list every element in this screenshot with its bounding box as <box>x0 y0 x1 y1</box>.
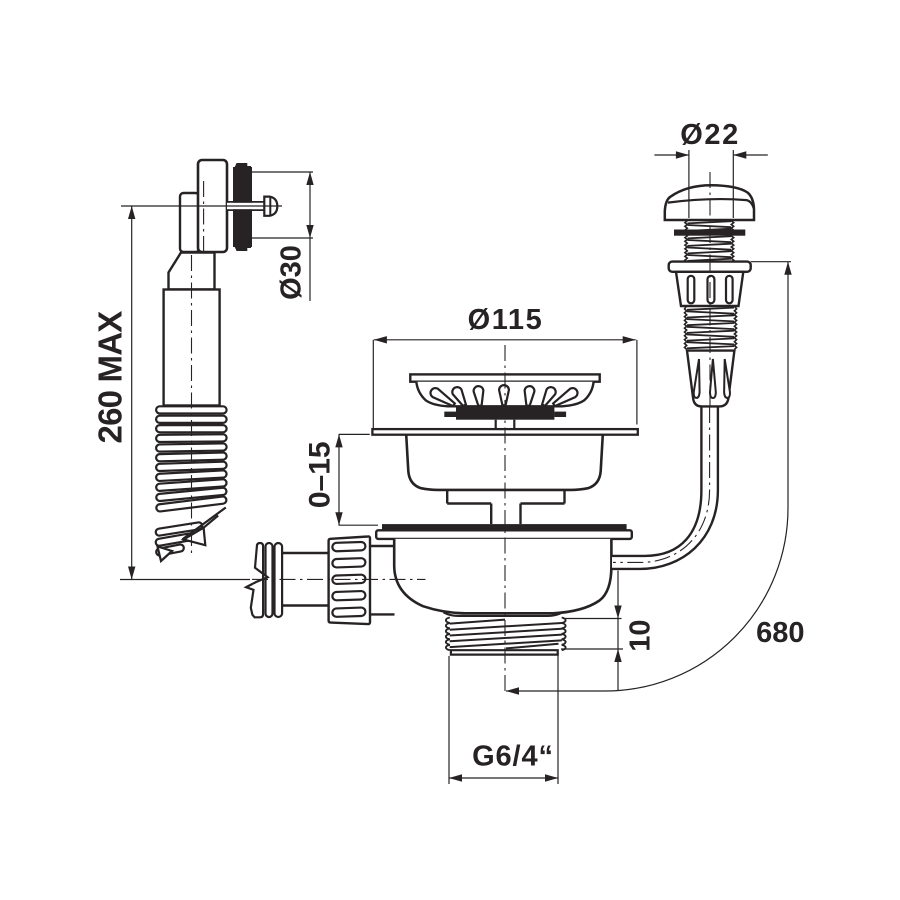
svg-text:Ø22: Ø22 <box>680 119 740 151</box>
svg-text:260 MAX: 260 MAX <box>92 311 129 444</box>
svg-text:680: 680 <box>756 617 804 649</box>
svg-text:G6/4“: G6/4“ <box>472 741 554 773</box>
svg-text:0–15: 0–15 <box>303 441 336 508</box>
svg-text:Ø30: Ø30 <box>276 245 308 300</box>
svg-text:Ø115: Ø115 <box>468 304 544 336</box>
svg-text:10: 10 <box>625 619 657 651</box>
